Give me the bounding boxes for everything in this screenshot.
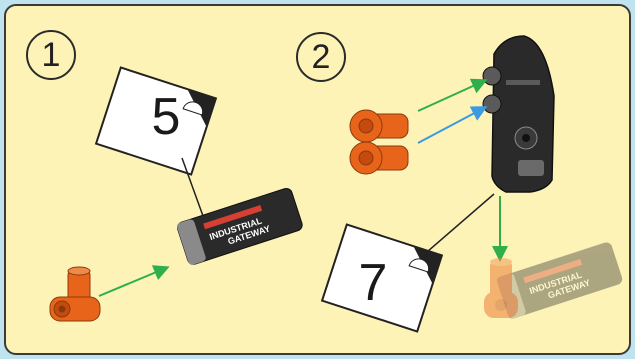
step-1-number: 1 <box>26 30 76 80</box>
instruction-card-icon <box>320 223 444 333</box>
arrow-icon <box>417 106 488 144</box>
step-1-label: 1 <box>41 35 61 74</box>
gateway-module-icon: INDUSTRIAL GATEWAY <box>177 187 303 265</box>
instruction-card-icon <box>94 66 218 176</box>
leader-line <box>419 193 495 259</box>
card-count-label: 7 <box>359 254 388 312</box>
card-count-label: 5 <box>152 88 181 146</box>
orange-connector-icon <box>349 109 409 175</box>
orange-connector-icon <box>484 258 518 318</box>
gateway-module-icon: INDUSTRIAL GATEWAY <box>497 242 623 319</box>
black-beam-icon <box>482 35 555 193</box>
instruction-panel: 1 2 5 INDUSTRIAL GATEWAY <box>4 4 631 355</box>
arrow-icon <box>417 78 488 112</box>
step-2-number: 2 <box>296 32 346 82</box>
orange-connector-icon <box>49 266 101 322</box>
step-2-label: 2 <box>311 37 331 76</box>
assembly-illustration: 5 INDUSTRIAL GATEWAY <box>49 35 623 333</box>
arrow-icon <box>98 265 170 297</box>
